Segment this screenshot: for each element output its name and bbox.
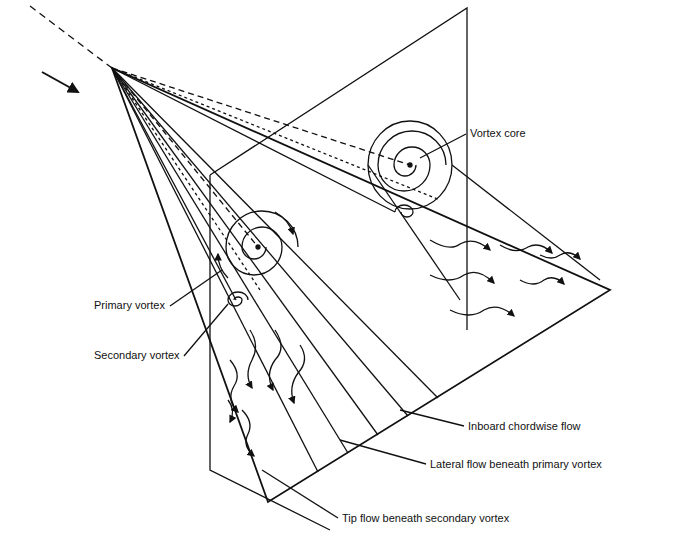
callout-label: Inboard chordwise flow xyxy=(466,420,583,433)
callout-label: Primary vortex xyxy=(92,299,167,312)
callout-label: Tip flow beneath secondary vortex xyxy=(340,512,511,525)
callout-label: Lateral flow beneath primary vortex xyxy=(428,458,604,471)
callout-label: Vortex core xyxy=(468,127,528,140)
callout-label: Secondary vortex xyxy=(92,349,182,362)
